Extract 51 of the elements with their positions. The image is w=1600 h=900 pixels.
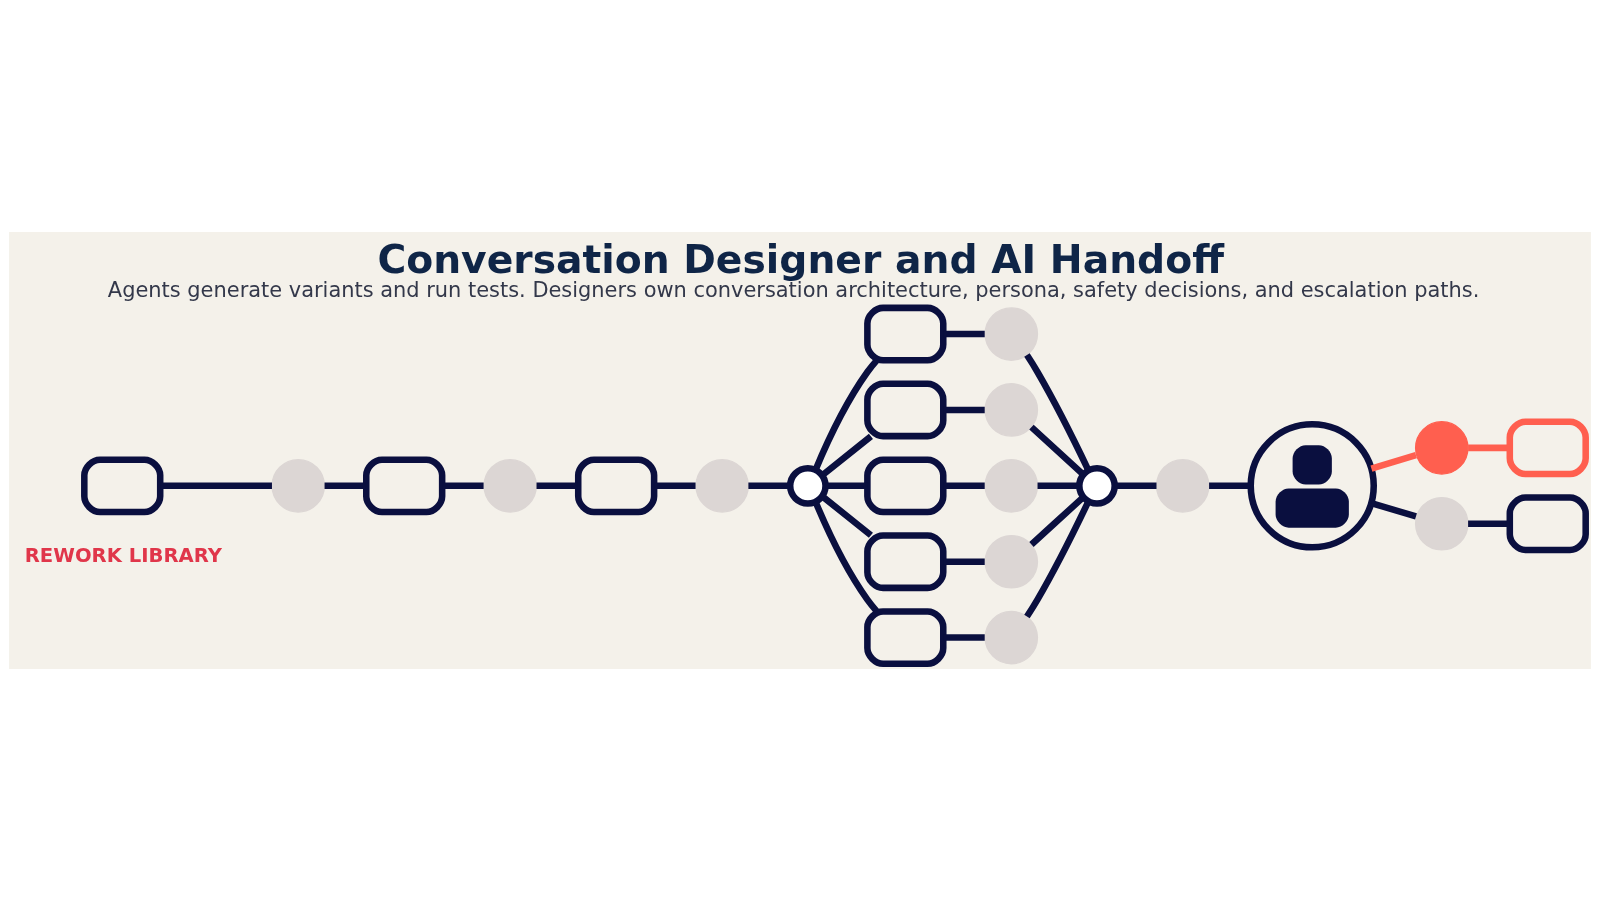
node-circle bbox=[483, 458, 537, 513]
connector bbox=[1029, 424, 1086, 477]
node-bubble bbox=[864, 455, 947, 515]
connector bbox=[1029, 494, 1086, 547]
connector bbox=[160, 482, 272, 489]
node-bubble bbox=[1506, 493, 1589, 553]
label: REWORK LIBRARY bbox=[24, 543, 222, 567]
node-circle bbox=[1155, 458, 1210, 513]
node-bubble bbox=[864, 304, 947, 363]
node-bubble bbox=[574, 455, 658, 515]
node-circle bbox=[984, 458, 1039, 513]
node-circle bbox=[1414, 496, 1469, 551]
node-circle bbox=[984, 534, 1039, 589]
connector bbox=[1468, 520, 1510, 527]
connector bbox=[1024, 352, 1092, 471]
node-bubble bbox=[363, 455, 446, 515]
diagram-title: Conversation Designer and AI Handoff bbox=[377, 236, 1224, 282]
node-circle bbox=[695, 458, 749, 513]
connector bbox=[1114, 482, 1157, 489]
connector bbox=[825, 482, 868, 489]
connector bbox=[943, 633, 985, 641]
connector bbox=[1370, 451, 1417, 472]
connector bbox=[536, 482, 578, 489]
connector bbox=[943, 406, 985, 413]
connector bbox=[812, 500, 880, 613]
node-circle bbox=[984, 306, 1039, 361]
node-bubble bbox=[864, 531, 947, 591]
node-circle bbox=[1414, 420, 1469, 475]
connector bbox=[324, 482, 366, 489]
node-circle bbox=[1076, 464, 1118, 507]
connector bbox=[1370, 499, 1417, 520]
connector bbox=[654, 482, 696, 489]
node-bubble bbox=[1506, 417, 1589, 477]
connector bbox=[1024, 499, 1092, 618]
node-circle bbox=[786, 464, 829, 507]
connector bbox=[1037, 482, 1079, 489]
connector bbox=[812, 357, 880, 471]
node-bubble bbox=[864, 380, 947, 439]
node-circle bbox=[984, 382, 1039, 437]
node-bubble bbox=[81, 455, 164, 515]
connector bbox=[748, 482, 790, 489]
connector bbox=[943, 330, 985, 337]
node-circle bbox=[271, 458, 326, 513]
node-person bbox=[1247, 420, 1377, 551]
node-circle bbox=[984, 610, 1039, 664]
node-bubble bbox=[864, 607, 947, 667]
connector bbox=[1468, 444, 1510, 451]
connector bbox=[442, 482, 484, 489]
connector bbox=[1209, 482, 1251, 489]
connector bbox=[943, 557, 985, 565]
connector bbox=[943, 482, 985, 489]
